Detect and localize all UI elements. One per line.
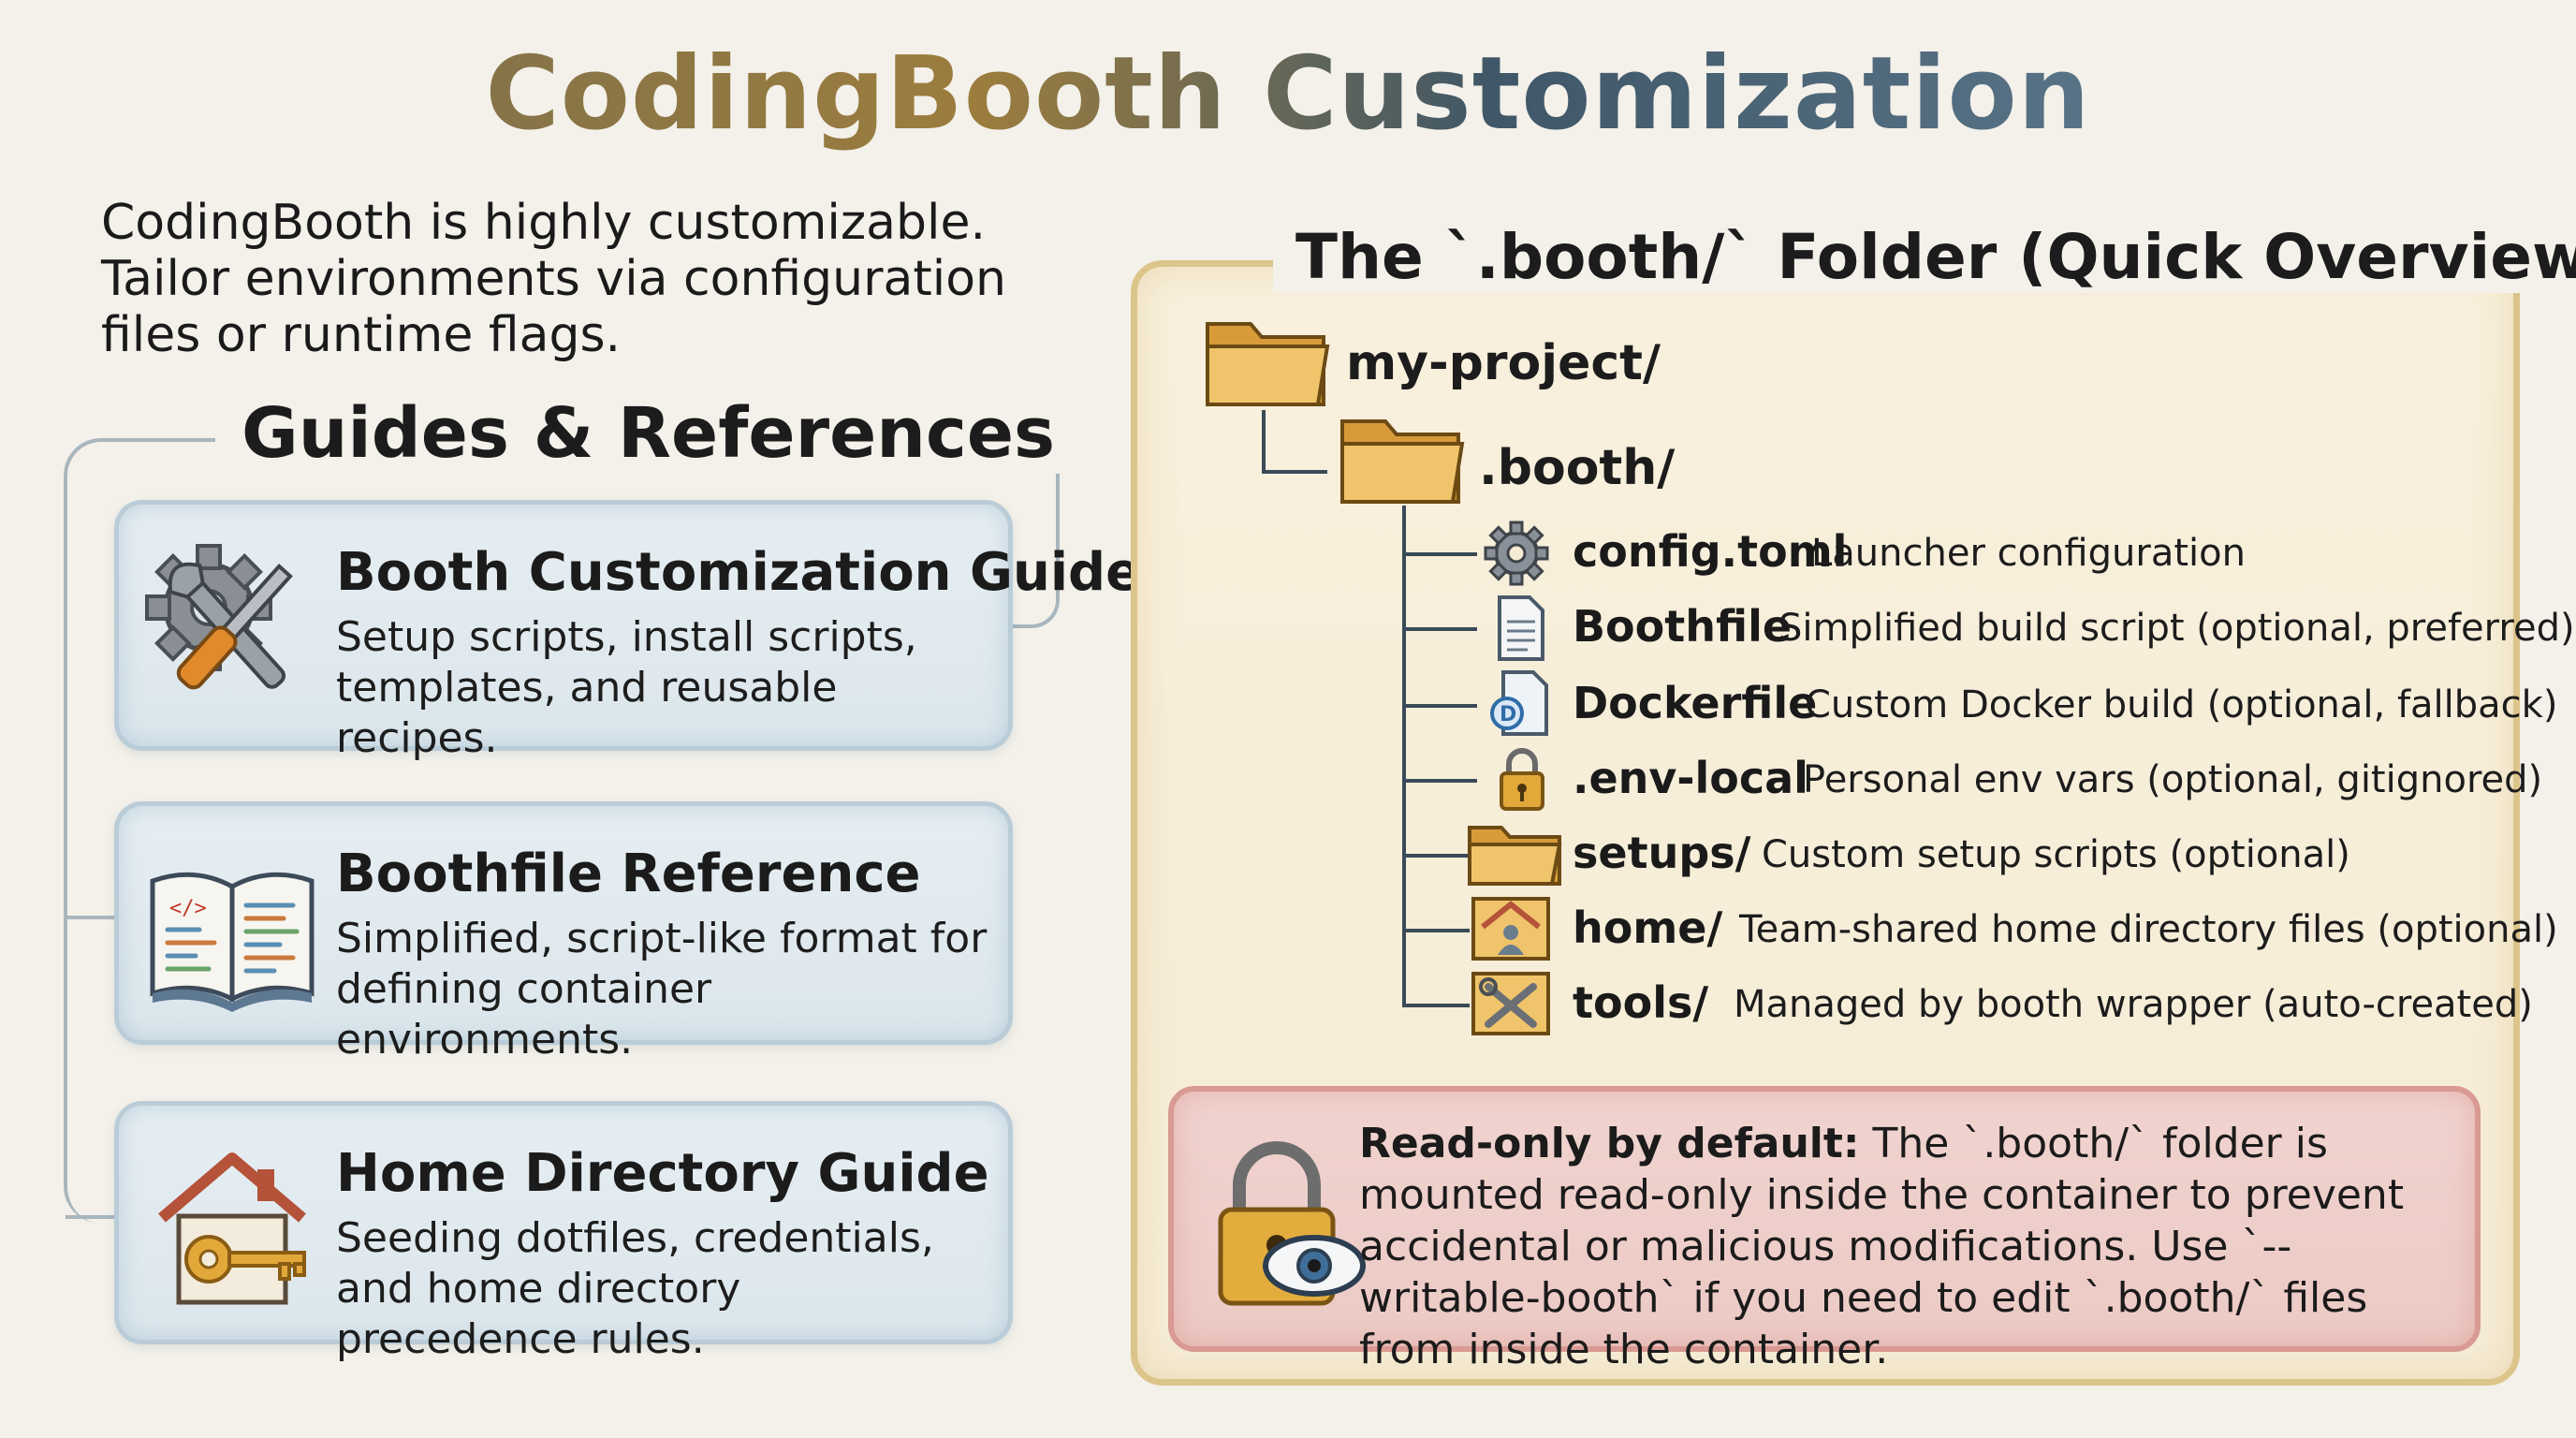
svg-text:</>: </> [169, 897, 207, 920]
connector-2 [66, 916, 114, 919]
entry-name: .env-local [1573, 753, 1808, 803]
guide-desc: Simplified, script-like format for defin… [336, 915, 988, 1064]
tree-branch [1402, 704, 1477, 708]
guide-card-customization[interactable]: Booth Customization Guide Setup scripts,… [114, 500, 1141, 762]
guide-card-boothfile[interactable]: </> Boothfile Reference Simplified, scri… [114, 801, 1013, 1064]
tree-line [1402, 506, 1406, 1005]
gear-icon [1479, 519, 1563, 588]
page-title: CodingBooth Customization [0, 36, 2576, 153]
guide-title: Boothfile Reference [336, 844, 921, 904]
folder-icon [1466, 820, 1563, 889]
entry-name: config.toml [1573, 526, 1848, 577]
tree-branch [1402, 1004, 1470, 1007]
house-key-icon [143, 1143, 321, 1312]
guide-title: Booth Customization Guide [336, 542, 1142, 603]
entry-desc: Simplified build script (optional, prefe… [1778, 607, 2575, 650]
entry-name: Boothfile [1573, 601, 1793, 652]
docker-file-icon: D [1479, 668, 1563, 738]
entry-name: setups/ [1573, 828, 1751, 878]
tree-branch [1402, 779, 1477, 783]
open-book-icon: </> [143, 844, 321, 1012]
notice-text: Read-only by default: The `.booth/` fold… [1359, 1118, 2454, 1375]
notice-bold: Read-only by default: [1359, 1120, 1860, 1167]
intro-text: CodingBooth is highly customizable. Tail… [101, 195, 1006, 363]
svg-text:D: D [1500, 703, 1516, 726]
tree-branch [1402, 627, 1477, 631]
folder-icon [1202, 315, 1333, 412]
entry-desc: Personal env vars (optional, gitignored) [1803, 758, 2543, 801]
tree-branch [1402, 929, 1470, 932]
entry-desc: Managed by booth wrapper (auto-created) [1734, 983, 2533, 1026]
home-folder-icon [1466, 893, 1563, 962]
entry-name: tools/ [1573, 977, 1709, 1028]
guide-title: Home Directory Guide [336, 1143, 989, 1204]
guide-card-home[interactable]: Home Directory Guide Seeding dotfiles, c… [114, 1101, 1013, 1363]
entry-desc: Custom Docker build (optional, fallback) [1805, 683, 2558, 726]
entry-desc: Team-shared home directory files (option… [1739, 908, 2558, 951]
panel-heading: The `.booth/` Folder (Quick Overview) [1273, 221, 2576, 293]
tools-folder-icon [1466, 968, 1563, 1037]
connector-3 [66, 1215, 114, 1219]
guides-heading: Guides & References [215, 393, 1082, 474]
booth-folder-label: .booth/ [1479, 440, 1676, 496]
document-icon [1479, 594, 1563, 663]
guide-desc: Seeding dotfiles, credentials, and home … [336, 1214, 934, 1363]
entry-name: Dockerfile [1573, 678, 1818, 728]
entry-desc: Launcher configuration [1811, 532, 2246, 575]
entry-name: home/ [1573, 902, 1723, 953]
guide-desc: Setup scripts, install scripts, template… [336, 613, 917, 762]
gear-wrench-icon [143, 542, 321, 711]
lock-eye-icon [1202, 1129, 1389, 1316]
tree-line [1262, 470, 1327, 474]
read-only-notice: Read-only by default: The `.booth/` fold… [1168, 1086, 2481, 1373]
notice-body: The `.booth/` folder is mounted read-onl… [1359, 1120, 2405, 1373]
lock-icon [1479, 743, 1563, 813]
folder-icon [1337, 412, 1468, 509]
tree-line [1262, 410, 1266, 472]
entry-desc: Custom setup scripts (optional) [1762, 833, 2350, 876]
root-folder-label: my-project/ [1346, 335, 1661, 391]
tree-branch [1402, 552, 1477, 556]
tree-branch [1402, 854, 1470, 858]
